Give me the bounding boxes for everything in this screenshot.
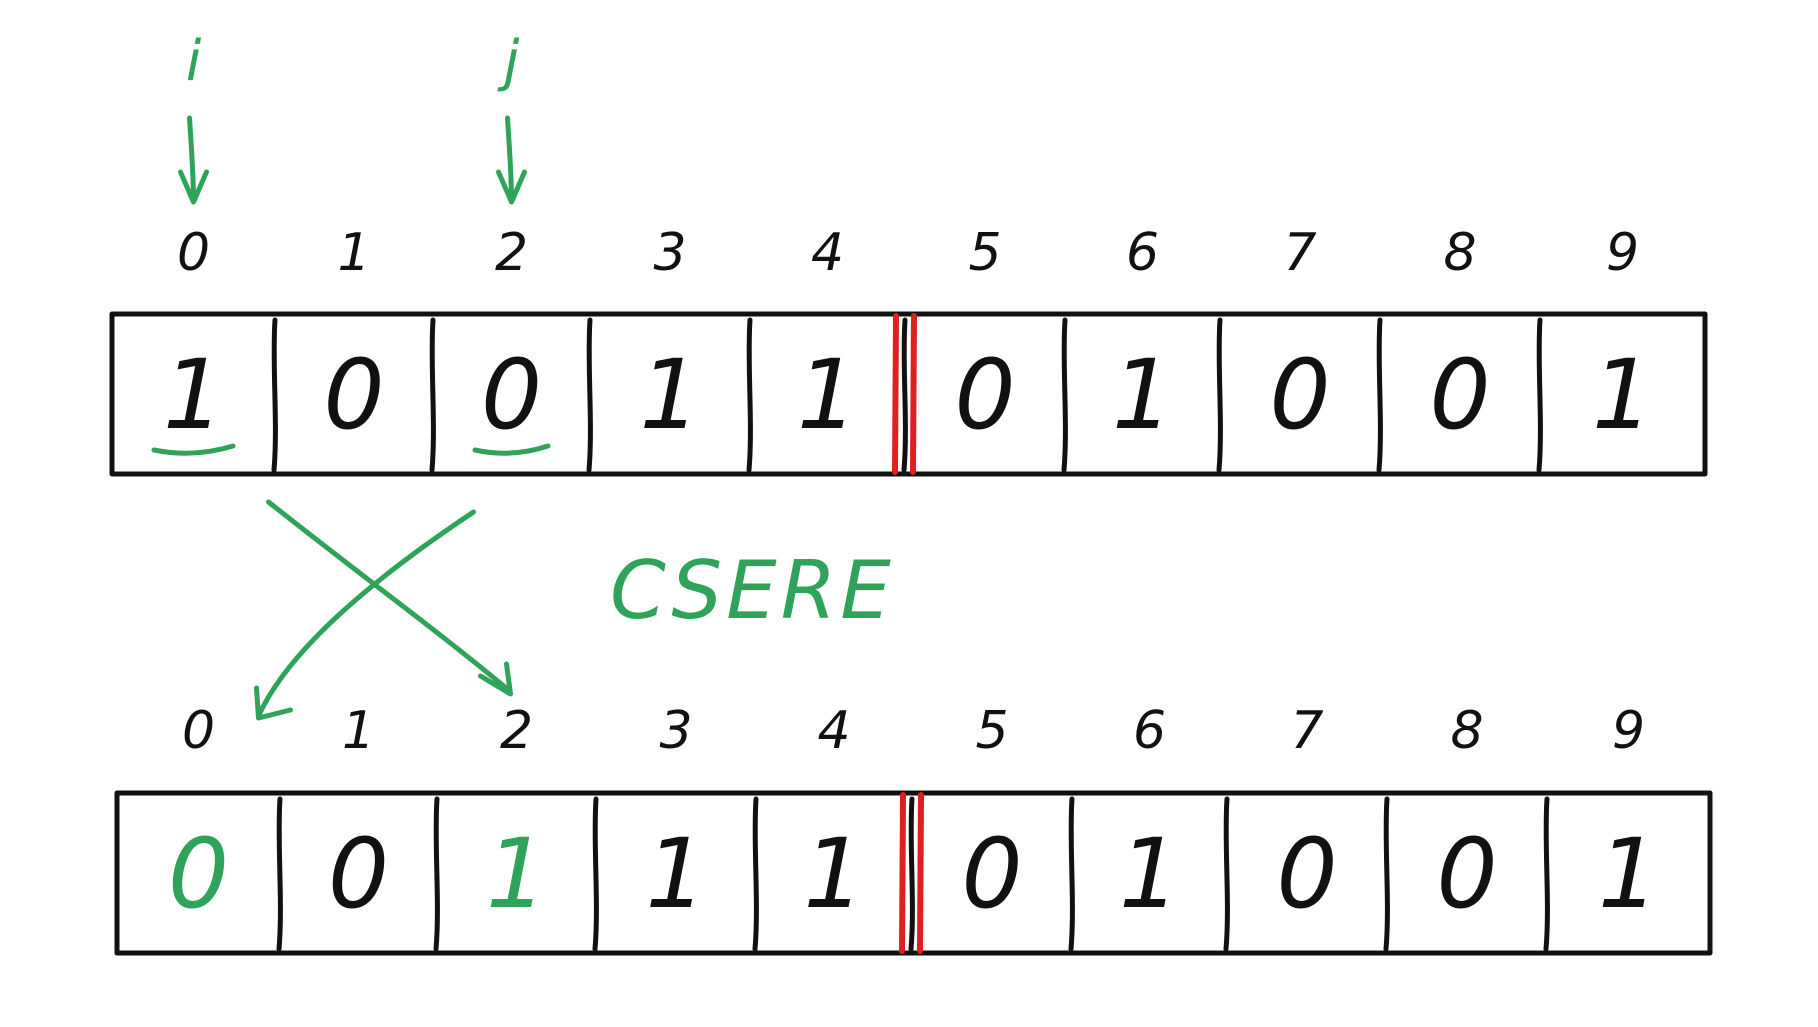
swapped-cell-value: 0	[168, 818, 229, 930]
index-label: 1	[337, 223, 370, 283]
cell-separator	[1061, 317, 1068, 473]
array-frame-after	[114, 790, 1713, 956]
cell-separator	[276, 796, 283, 952]
red-divider-line	[899, 792, 906, 954]
swap-arrow-left	[256, 509, 476, 719]
cell-separator	[1536, 317, 1543, 473]
cell-value: 0	[323, 339, 384, 451]
pointer-arrow-shaft	[187, 115, 196, 203]
red-divider-line	[892, 313, 899, 475]
cell-value: 0	[961, 818, 1022, 930]
cell-separator	[752, 796, 759, 952]
index-label: 6	[1133, 701, 1166, 761]
array-frame-before	[109, 311, 1708, 477]
red-divider-before	[892, 313, 917, 475]
index-label: 7	[1283, 223, 1316, 283]
cell-separator	[1383, 796, 1390, 952]
swap-arrow-right-head	[478, 661, 513, 697]
index-label: 5	[968, 223, 1001, 283]
index-label: 3	[653, 223, 686, 283]
cell-separator	[271, 317, 278, 473]
index-label: 0	[182, 701, 215, 761]
cell-value: 1	[797, 339, 858, 451]
cell-value: 0	[1436, 818, 1497, 930]
red-divider-after	[899, 792, 924, 954]
cell-separator	[908, 796, 915, 952]
index-label: 3	[659, 701, 692, 761]
index-label: 5	[975, 701, 1008, 761]
pointer-label: i	[186, 29, 202, 94]
cell-value: 1	[803, 818, 864, 930]
cell-separator	[1376, 317, 1383, 473]
cell-value: 0	[328, 818, 389, 930]
cell-separator	[1216, 317, 1223, 473]
pointer-label: j	[497, 29, 520, 94]
index-label: 2	[500, 701, 533, 761]
index-label: 6	[1126, 223, 1159, 283]
pointer-arrow-head	[178, 169, 209, 205]
swapped-cell-value: 1	[486, 818, 547, 930]
cell-separator	[746, 317, 753, 473]
index-label: 9	[1612, 701, 1645, 761]
cell-value: 1	[1119, 818, 1180, 930]
cell-separator	[901, 317, 908, 473]
swap-label: CSERE	[610, 544, 895, 637]
cell-value: 0	[1429, 339, 1490, 451]
cell-separator	[433, 796, 440, 952]
pointer-arrow-shaft	[505, 115, 514, 203]
cell-value: 0	[481, 339, 542, 451]
underline-marks	[151, 443, 551, 456]
red-divider-line	[917, 792, 924, 954]
index-label: 9	[1606, 223, 1639, 283]
cell-value: 1	[163, 339, 224, 451]
cell-separator	[586, 317, 593, 473]
pointer-arrow-head	[496, 169, 527, 205]
swap-arrow-right	[266, 499, 511, 693]
cell-value: 0	[954, 339, 1015, 451]
index-row-after: 0 1 2 3 4 5 6 7 8 9	[182, 701, 1645, 761]
index-label: 8	[1443, 223, 1476, 283]
cell-separators-before	[271, 317, 1543, 473]
cell-separator	[1223, 796, 1230, 952]
underline-mark	[151, 443, 236, 456]
cell-separator	[429, 317, 436, 473]
cell-value: 1	[1112, 339, 1173, 451]
index-row-before: 0 1 2 3 4 5 6 7 8 9	[177, 223, 1639, 283]
cell-value: 1	[645, 818, 706, 930]
red-divider-line	[910, 313, 917, 475]
index-label: 4	[811, 223, 844, 283]
cell-value: 1	[1598, 818, 1659, 930]
swap-arrows	[254, 499, 513, 721]
index-label: 7	[1290, 701, 1323, 761]
index-label: 8	[1450, 701, 1483, 761]
index-label: 1	[342, 701, 375, 761]
cell-separator	[592, 796, 599, 952]
cell-value: 1	[639, 339, 700, 451]
cell-value: 1	[1592, 339, 1653, 451]
index-label: 2	[495, 223, 528, 283]
cell-separator	[1068, 796, 1075, 952]
index-label: 0	[177, 223, 210, 283]
index-label: 4	[817, 701, 850, 761]
swap-arrow-left-head	[254, 685, 293, 721]
cell-value: 0	[1269, 339, 1330, 451]
cell-value: 0	[1276, 818, 1337, 930]
cell-separator	[1543, 796, 1550, 952]
underline-mark	[472, 443, 551, 456]
cell-separators-after	[276, 796, 1550, 952]
